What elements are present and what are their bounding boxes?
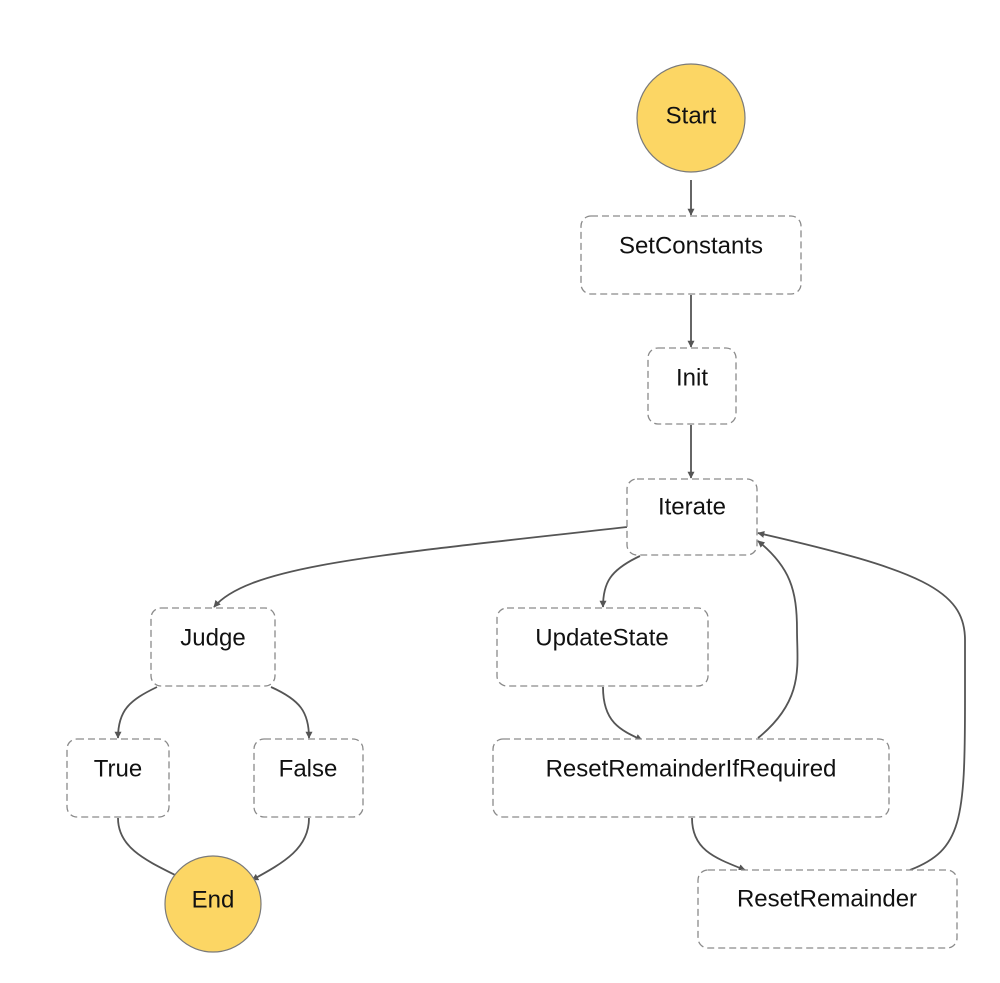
edge-iterate-updatestate	[599, 555, 641, 608]
iterate-node[interactable]: Iterate	[626, 478, 758, 556]
false-node[interactable]: False	[253, 738, 364, 818]
edge-judge-false	[270, 686, 313, 739]
resetremainderifrequired-node[interactable]: ResetRemainderIfRequired	[492, 738, 890, 818]
resetremainder-node[interactable]: ResetRemainder	[697, 869, 958, 949]
updatestate-label: UpdateState	[535, 625, 668, 652]
edge-true-end	[117, 817, 186, 881]
resetremainder-label: ResetRemainder	[737, 886, 917, 913]
edge-judge-true	[114, 686, 158, 739]
init-node[interactable]: Init	[647, 347, 737, 425]
judge-label: Judge	[180, 625, 245, 652]
end-node[interactable]: End	[164, 855, 262, 953]
start-node[interactable]: Start	[636, 63, 746, 173]
init-label: Init	[676, 365, 708, 392]
edge-resetremainder-iterate	[757, 530, 966, 871]
edge-false-end	[251, 817, 310, 881]
true-label: True	[94, 756, 142, 783]
true-node[interactable]: True	[66, 738, 170, 818]
edge-updatestate-resetifrequired	[602, 686, 643, 741]
resetremainderifrequired-label: ResetRemainderIfRequired	[546, 756, 837, 783]
iterate-label: Iterate	[658, 494, 726, 521]
setconstants-node[interactable]: SetConstants	[580, 215, 802, 295]
end-label: End	[192, 887, 235, 914]
updatestate-node[interactable]: UpdateState	[496, 607, 709, 687]
setconstants-label: SetConstants	[619, 233, 763, 260]
edge-resetifrequired-iterate	[757, 540, 799, 739]
edge-iterate-judge	[213, 526, 628, 608]
start-label: Start	[666, 103, 717, 130]
judge-node[interactable]: Judge	[150, 607, 276, 687]
false-label: False	[279, 756, 338, 783]
edges	[114, 180, 966, 881]
edge-resetifrequired-resetremainder	[691, 817, 746, 871]
